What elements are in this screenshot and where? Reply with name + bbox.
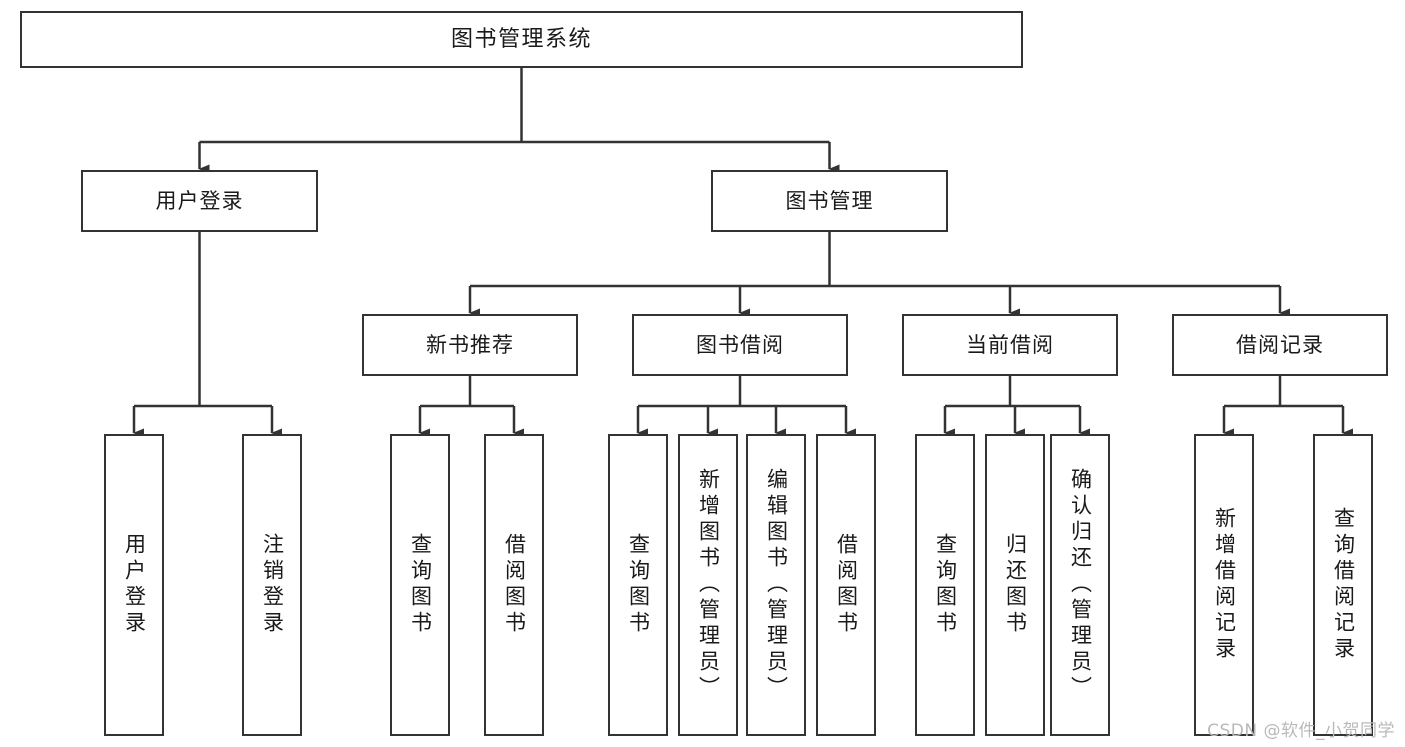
leaf-user-login[interactable]: 用户登录: [104, 434, 164, 736]
node-book-borrow[interactable]: 图书借阅: [632, 314, 848, 376]
node-label: 图书管理系统: [450, 26, 592, 52]
leaf-edit-book[interactable]: 编辑图书（管理员）: [746, 434, 806, 736]
leaf-query-borrow-record[interactable]: 查询借阅记录: [1313, 434, 1373, 736]
node-label: 查询借阅记录: [1331, 507, 1356, 663]
leaf-query-book-2[interactable]: 查询图书: [608, 434, 668, 736]
leaf-borrow-book-1[interactable]: 借阅图书: [484, 434, 544, 736]
node-root-system[interactable]: 图书管理系统: [20, 11, 1023, 68]
node-label: 用户登录: [155, 188, 244, 213]
node-current-borrow[interactable]: 当前借阅: [902, 314, 1118, 376]
leaf-add-book[interactable]: 新增图书（管理员）: [678, 434, 738, 736]
node-new-book-recommend[interactable]: 新书推荐: [362, 314, 578, 376]
node-label: 新增图书（管理员）: [696, 468, 721, 702]
edge-group: [132, 68, 1353, 438]
node-book-manage[interactable]: 图书管理: [711, 170, 948, 232]
node-label: 查询图书: [626, 533, 651, 637]
leaf-return-book[interactable]: 归还图书: [985, 434, 1045, 736]
node-label: 借阅图书: [502, 533, 527, 637]
leaf-borrow-book-2[interactable]: 借阅图书: [816, 434, 876, 736]
node-label: 编辑图书（管理员）: [764, 468, 789, 702]
leaf-add-borrow-record[interactable]: 新增借阅记录: [1194, 434, 1254, 736]
node-label: 借阅记录: [1236, 332, 1324, 357]
node-label: 新书推荐: [426, 332, 514, 357]
node-label: 借阅图书: [834, 533, 859, 637]
node-borrow-record[interactable]: 借阅记录: [1172, 314, 1388, 376]
leaf-logout[interactable]: 注销登录: [242, 434, 302, 736]
node-label: 图书借阅: [696, 332, 784, 357]
node-label: 注销登录: [260, 533, 285, 637]
node-label: 查询图书: [933, 533, 958, 637]
leaf-query-book-1[interactable]: 查询图书: [390, 434, 450, 736]
node-label: 当前借阅: [966, 332, 1054, 357]
csdn-watermark: CSDN @软件_小贺同学: [1207, 721, 1395, 741]
node-user-login[interactable]: 用户登录: [81, 170, 318, 232]
node-label: 查询图书: [408, 533, 433, 637]
node-label: 用户登录: [122, 533, 147, 637]
node-label: 确认归还（管理员）: [1068, 468, 1093, 702]
node-label: 图书管理: [785, 188, 874, 213]
leaf-query-book-3[interactable]: 查询图书: [915, 434, 975, 736]
node-label: 新增借阅记录: [1212, 507, 1237, 663]
leaf-confirm-return[interactable]: 确认归还（管理员）: [1050, 434, 1110, 736]
node-label: 归还图书: [1003, 533, 1028, 637]
